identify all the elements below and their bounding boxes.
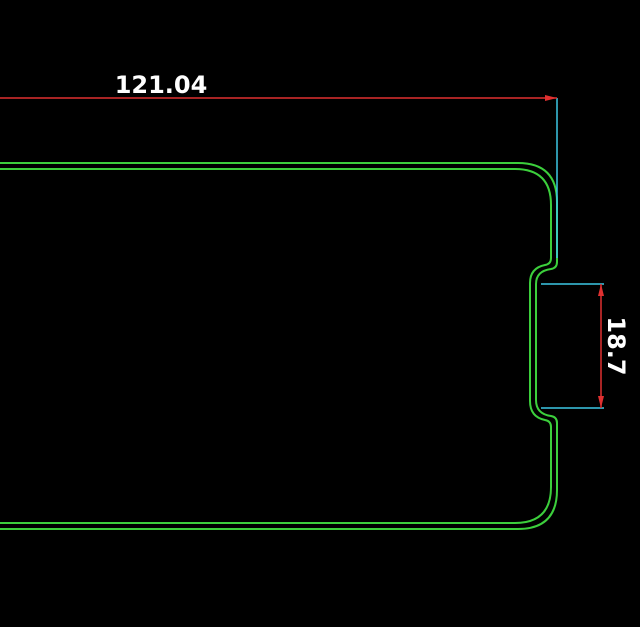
width-dimension: 121.04 [0,71,558,258]
notch-height-arrowhead-bottom [598,396,604,408]
part-outline-inner [0,168,552,524]
notch-height-dimension: 18.7 [541,283,630,409]
width-dimension-text: 121.04 [115,71,208,99]
notch-height-dimension-text: 18.7 [602,316,630,375]
notch-height-arrowhead-top [598,284,604,296]
width-arrowhead [545,95,557,101]
